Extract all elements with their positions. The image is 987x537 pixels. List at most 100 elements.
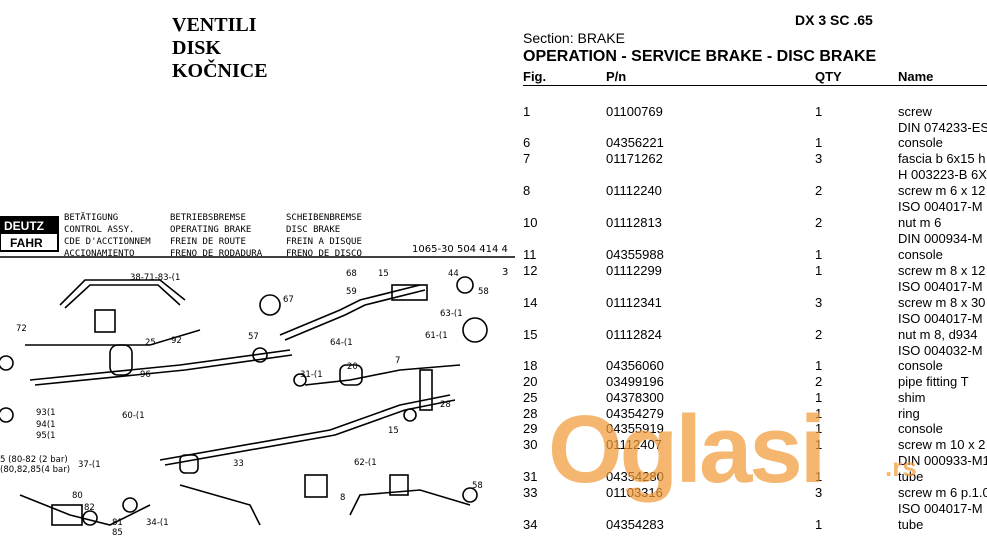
cell-fig: 14 bbox=[523, 295, 538, 310]
cell-name: console bbox=[898, 358, 943, 373]
diagram-callout: 80 bbox=[72, 491, 83, 501]
cell-qty: 3 bbox=[815, 485, 823, 500]
cell-fig: 31 bbox=[523, 469, 538, 484]
section-heading: OPERATION - SERVICE BRAKE - DISC BRAKE bbox=[523, 48, 877, 65]
diagram-callout: 37-(1 bbox=[78, 460, 101, 470]
cell-name: ISO 004032-M bbox=[898, 343, 983, 358]
cell-name: DIN 000933-M1 bbox=[898, 453, 987, 468]
diagram-callout: 93(1 bbox=[36, 408, 56, 418]
cell-name: console bbox=[898, 421, 943, 436]
diagram-callout: 64-(1 bbox=[330, 338, 353, 348]
cell-name: console bbox=[898, 135, 943, 150]
col-header-qty: QTY bbox=[815, 69, 842, 84]
diagram-callout: 15 bbox=[388, 426, 399, 436]
title-line-3: KOČNICE bbox=[172, 60, 268, 82]
diagram-header-text: CONTROL ASSY. bbox=[64, 225, 134, 235]
watermark-suffix: .rs bbox=[885, 452, 917, 482]
cell-qty: 3 bbox=[815, 151, 823, 166]
cell-fig: 29 bbox=[523, 421, 538, 436]
cell-name: ISO 004017-M bbox=[898, 501, 983, 516]
cell-qty: 1 bbox=[815, 406, 823, 421]
diagram-callout: 59 bbox=[346, 287, 357, 297]
cell-name: shim bbox=[898, 390, 926, 405]
diagram-header-text: FREIN DE ROUTE bbox=[170, 237, 246, 247]
logo-top-text: DEUTZ bbox=[4, 219, 44, 233]
cell-name: DIN 074233-ES bbox=[898, 120, 987, 135]
diagram-callout: 57 bbox=[248, 332, 259, 342]
col-header-fig: Fig. bbox=[523, 69, 547, 84]
diagram-callout: 72 bbox=[16, 324, 27, 334]
cell-pn: 01103316 bbox=[606, 485, 663, 500]
cell-name: ISO 004017-M bbox=[898, 311, 983, 326]
diagram-callout: 31-(1 bbox=[300, 370, 323, 380]
cell-pn: 04354283 bbox=[606, 517, 664, 532]
cell-pn: 04378300 bbox=[606, 390, 664, 405]
diagram-header-text: OPERATING BRAKE bbox=[170, 225, 251, 235]
diagram-header-text: FREIN A DISQUE bbox=[286, 237, 362, 247]
cell-pn: 01112824 bbox=[606, 327, 662, 342]
cell-qty: 1 bbox=[815, 135, 823, 150]
diagram-callout: 60-(1 bbox=[122, 411, 145, 421]
diagram-callout: 38-71-83-(1 bbox=[130, 273, 180, 283]
diagram-callout: 68 bbox=[346, 269, 357, 279]
diagram-header-text: BETÄTIGUNG bbox=[64, 212, 118, 223]
diagram-logo: DEUTZ FAHR bbox=[0, 216, 59, 252]
cell-pn: 01112813 bbox=[606, 215, 662, 230]
col-header-pn: P/n bbox=[606, 69, 627, 84]
diagram-callout: 7 bbox=[395, 356, 400, 366]
cell-fig: 28 bbox=[523, 406, 538, 421]
cell-name: screw m 10 x 2 bbox=[898, 437, 986, 452]
cell-qty: 2 bbox=[815, 374, 823, 389]
diagram-callout: 82 bbox=[84, 503, 95, 513]
cell-fig: 7 bbox=[523, 151, 531, 166]
cell-name: ring bbox=[898, 406, 920, 421]
cell-name: ISO 004017-M bbox=[898, 199, 983, 214]
title-line-1: VENTILI bbox=[172, 14, 257, 36]
cell-pn: 04355988 bbox=[606, 247, 664, 262]
cell-pn: 04356060 bbox=[606, 358, 664, 373]
diagram-header-text: BETRIEBSBREMSE bbox=[170, 213, 246, 223]
cell-name: nut m 6 bbox=[898, 215, 942, 230]
cell-fig: 34 bbox=[523, 517, 538, 532]
cell-qty: 3 bbox=[815, 295, 823, 310]
diagram-callout: 95(1 bbox=[36, 431, 56, 441]
cell-pn: 01112407 bbox=[606, 437, 662, 452]
diagram-callout: 5 (80-82 (2 bar) bbox=[0, 455, 68, 465]
cell-pn: 01100769 bbox=[606, 104, 663, 119]
model-code: DX 3 SC .65 bbox=[795, 12, 873, 28]
diagram-callout: 67 bbox=[283, 295, 294, 305]
diagram-callout: 81 bbox=[112, 518, 123, 528]
parts-diagram: DEUTZ FAHR BETÄTIGUNG CONTROL ASSY. CDE D'… bbox=[0, 212, 515, 537]
diagram-callout: 33 bbox=[233, 459, 244, 469]
cell-pn: 01112299 bbox=[606, 263, 662, 278]
cell-qty: 1 bbox=[815, 390, 823, 405]
cell-qty: 2 bbox=[815, 183, 823, 198]
cell-pn: 04356221 bbox=[606, 135, 664, 150]
logo-bottom-text: FAHR bbox=[10, 236, 43, 250]
cell-name: screw m 8 x 30 bbox=[898, 295, 986, 310]
diagram-header-text: CDE D'ACCTIONNEM bbox=[64, 237, 151, 247]
diagram-callout: 58 bbox=[472, 481, 483, 491]
cell-name: nut m 8, d934 bbox=[898, 327, 978, 342]
cell-pn: 01112240 bbox=[606, 183, 662, 198]
cell-qty: 1 bbox=[815, 358, 823, 373]
cell-fig: 11 bbox=[523, 247, 537, 262]
diagram-callout: 85 bbox=[112, 528, 123, 537]
diagram-callout: 15 bbox=[378, 269, 389, 279]
cell-name: console bbox=[898, 247, 943, 262]
diagram-header-text: ACCIONAMIENTO bbox=[64, 249, 134, 259]
cell-qty: 1 bbox=[815, 421, 823, 436]
cell-qty: 2 bbox=[815, 215, 823, 230]
cell-pn: 04354280 bbox=[606, 469, 664, 484]
diagram-header-text: FRENO DE DISCO bbox=[286, 249, 362, 259]
diagram-callout: 94(1 bbox=[36, 420, 56, 430]
watermark: Oglasi bbox=[548, 396, 826, 503]
cell-fig: 33 bbox=[523, 485, 538, 500]
cell-fig: 10 bbox=[523, 215, 538, 230]
col-header-name: Name bbox=[898, 69, 934, 84]
diagram-callout: 44 bbox=[448, 269, 459, 279]
cell-fig: 30 bbox=[523, 437, 538, 452]
cell-fig: 8 bbox=[523, 183, 531, 198]
cell-name: tube bbox=[898, 517, 924, 532]
diagram-page-number: 3 bbox=[502, 267, 508, 278]
